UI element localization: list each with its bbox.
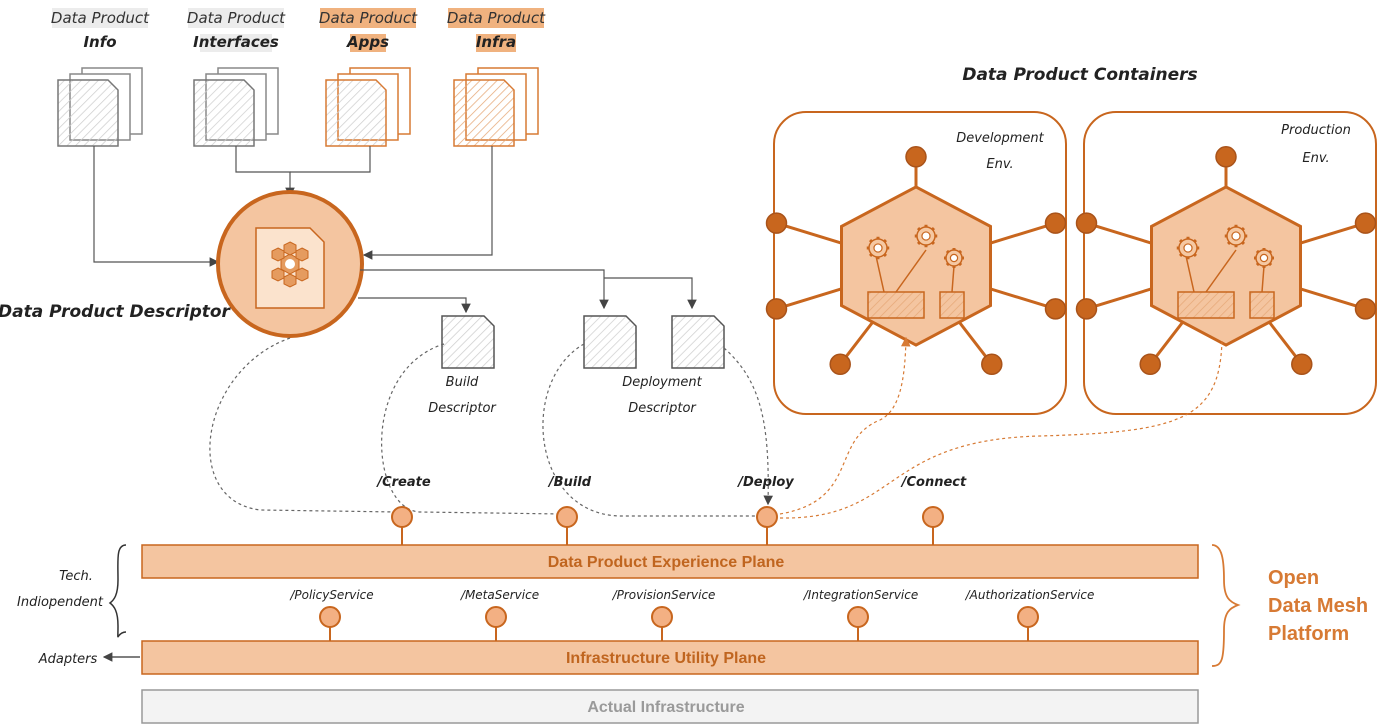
descriptor-icon [216,190,364,338]
port-icon [1354,212,1377,234]
service-policy[interactable]: /PolicyService [289,588,374,642]
svg-text:/MetaService: /MetaService [460,588,539,602]
service-meta[interactable]: /MetaService [460,588,539,642]
svg-text:Apps: Apps [346,33,389,51]
doc-stack-infra-icon [453,67,539,147]
doc-label-apps: Data Product Apps [319,8,418,52]
svg-text:Data Product Experience Plane: Data Product Experience Plane [548,554,785,571]
platform-bracket [1211,544,1241,667]
svg-text:Env.: Env. [986,157,1013,172]
doc-stack-apps-icon [325,67,411,147]
port-icon [1075,298,1098,320]
doc-stack-interfaces-icon [193,67,279,147]
containers-title: Data Product Containers [962,65,1197,85]
endpoint-deploy[interactable]: /Deploy [736,475,794,546]
experience-plane: Data Product Experience Plane [141,544,1199,579]
gear-icon [1176,236,1200,260]
svg-text:Production: Production [1281,123,1351,138]
build-descriptor-icon [441,315,495,369]
svg-text:Env.: Env. [1302,151,1329,166]
svg-text:Interfaces: Interfaces [193,33,279,51]
platform-title-1: Open [1268,567,1319,589]
build-descriptor-label: Build [446,375,479,390]
port-icon [1044,298,1067,320]
svg-text:/Create: /Create [375,475,431,490]
platform-title-2: Data Mesh [1268,595,1368,617]
port-icon [1075,212,1098,234]
svg-text:Info: Info [83,33,116,51]
port-icon [829,353,851,376]
svg-text:/PolicyService: /PolicyService [289,588,373,602]
actual-infrastructure: Actual Infrastructure [141,689,1199,724]
doc-connectors [93,146,493,267]
gear-icon [866,236,890,260]
utility-plane: Infrastructure Utility Plane [141,640,1199,675]
svg-text:Data Product: Data Product [51,9,150,27]
svg-text:/ProvisionService: /ProvisionService [612,588,716,602]
doc-label-interfaces: Data Product Interfaces [187,8,286,52]
port-icon [765,298,788,320]
svg-text:Data Product: Data Product [447,9,546,27]
gear-icon [914,224,938,248]
svg-text:Tech.: Tech. [59,569,93,584]
doc-label-info: Data Product Info [51,8,150,51]
endpoint-connect[interactable]: /Connect [900,475,967,546]
port-icon [1044,212,1067,234]
svg-text:Indiopendent: Indiopendent [17,595,104,610]
doc-label-infra: Data Product Infra [447,8,546,52]
svg-text:Data Product: Data Product [319,9,418,27]
port-icon [981,353,1003,376]
svg-text:Infrastructure Utility Plane: Infrastructure Utility Plane [566,650,766,667]
platform-title-3: Platform [1268,623,1349,645]
port-icon [765,212,788,234]
dev-container: Development Env. [765,111,1067,415]
gear-icon [1254,248,1274,268]
svg-text:/Deploy: /Deploy [736,475,794,490]
port-icon [905,146,927,168]
doc-stack-info-icon [57,67,143,147]
gear-icon [1224,224,1248,248]
service-provision[interactable]: /ProvisionService [612,588,716,642]
port-icon [1215,146,1237,168]
port-icon [1291,353,1313,376]
svg-text:/AuthorizationService: /AuthorizationService [965,588,1095,602]
descriptor-label: Data Product Descriptor [0,302,232,322]
build-descriptor-label-2: Descriptor [428,401,497,416]
deployment-descriptor-label: Deployment [622,375,702,390]
svg-text:/IntegrationService: /IntegrationService [803,588,919,602]
gear-icon [944,248,964,268]
svg-text:Data Product: Data Product [187,9,286,27]
port-icon [1354,298,1377,320]
svg-text:/Build: /Build [547,475,592,490]
descriptor-connectors [358,269,697,314]
svg-text:Actual Infrastructure: Actual Infrastructure [587,699,744,716]
service-authorization[interactable]: /AuthorizationService [965,588,1095,642]
service-integration[interactable]: /IntegrationService [803,588,919,642]
deployment-descriptor-label-2: Descriptor [628,401,697,416]
svg-text:Development: Development [956,131,1044,146]
svg-text:Adapters: Adapters [38,652,98,667]
adapters-label: Adapters [38,652,140,667]
deployment-descriptor-icon [583,315,725,369]
endpoint-build[interactable]: /Build [547,475,592,546]
svg-text:/Connect: /Connect [900,475,967,490]
tech-independent-bracket: Tech. Indiopendent [17,544,127,638]
svg-text:Infra: Infra [476,33,516,51]
port-icon [1139,353,1161,376]
endpoint-create[interactable]: /Create [375,475,431,546]
prod-container: Production Env. [1075,111,1377,415]
